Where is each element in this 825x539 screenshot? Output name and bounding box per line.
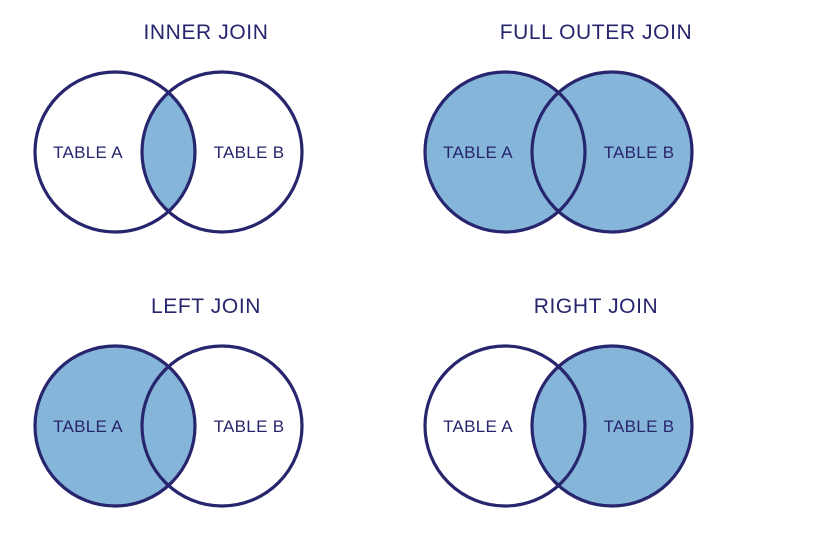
panel-left-join: LEFT JOIN TABLE A TABLE B	[0, 274, 412, 539]
circle-table-b-outline	[530, 344, 694, 508]
label-table-b: TABLE B	[214, 143, 285, 162]
venn-svg-right-join: TABLE A TABLE B	[423, 344, 694, 508]
circle-table-b-outline	[530, 70, 694, 234]
panel-title-left-join: LEFT JOIN	[150, 295, 262, 318]
label-table-a: TABLE A	[443, 417, 513, 436]
venn-svg-full-outer-join: TABLE A TABLE B	[423, 70, 694, 234]
panel-title-full-outer-join: FULL OUTER JOIN	[499, 21, 693, 44]
panel-title-right-join: RIGHT JOIN	[533, 295, 659, 318]
label-table-b: TABLE B	[604, 417, 675, 436]
circle-table-a-outline	[33, 344, 197, 508]
venn-diagram-right-join: TABLE A TABLE B	[390, 328, 802, 523]
venn-svg-inner-join: TABLE A TABLE B	[33, 70, 304, 234]
venn-svg-left-join: TABLE A TABLE B	[33, 344, 304, 508]
label-table-a: TABLE A	[53, 143, 123, 162]
circle-table-b-body	[532, 72, 692, 232]
circle-table-b-outline	[140, 344, 304, 508]
circle-table-a-outline	[423, 344, 587, 508]
panel-inner-join: INNER JOIN TABLE A TABLE B	[0, 0, 412, 265]
venn-diagram-full-outer-join: TABLE A TABLE B	[390, 54, 802, 249]
label-table-a: TABLE A	[443, 143, 513, 162]
panel-title-inner-join: INNER JOIN	[143, 21, 269, 44]
circle-table-a-outline	[423, 70, 587, 234]
panel-right-join: RIGHT JOIN TABLE A TABLE B	[390, 274, 802, 539]
venn-diagram-left-join: TABLE A TABLE B	[0, 328, 412, 523]
circle-table-b-outline	[140, 70, 304, 234]
label-table-b: TABLE B	[214, 417, 285, 436]
circle-table-b-body	[532, 346, 692, 506]
label-table-a: TABLE A	[53, 417, 123, 436]
circle-table-a-body	[35, 346, 195, 506]
panel-full-outer-join: FULL OUTER JOIN TABLE A TABLE B	[390, 0, 802, 265]
overlap-region-fill	[142, 72, 195, 232]
venn-diagram-inner-join: TABLE A TABLE B	[0, 54, 412, 249]
circle-table-a-outline	[33, 70, 197, 234]
label-table-b: TABLE B	[604, 143, 675, 162]
